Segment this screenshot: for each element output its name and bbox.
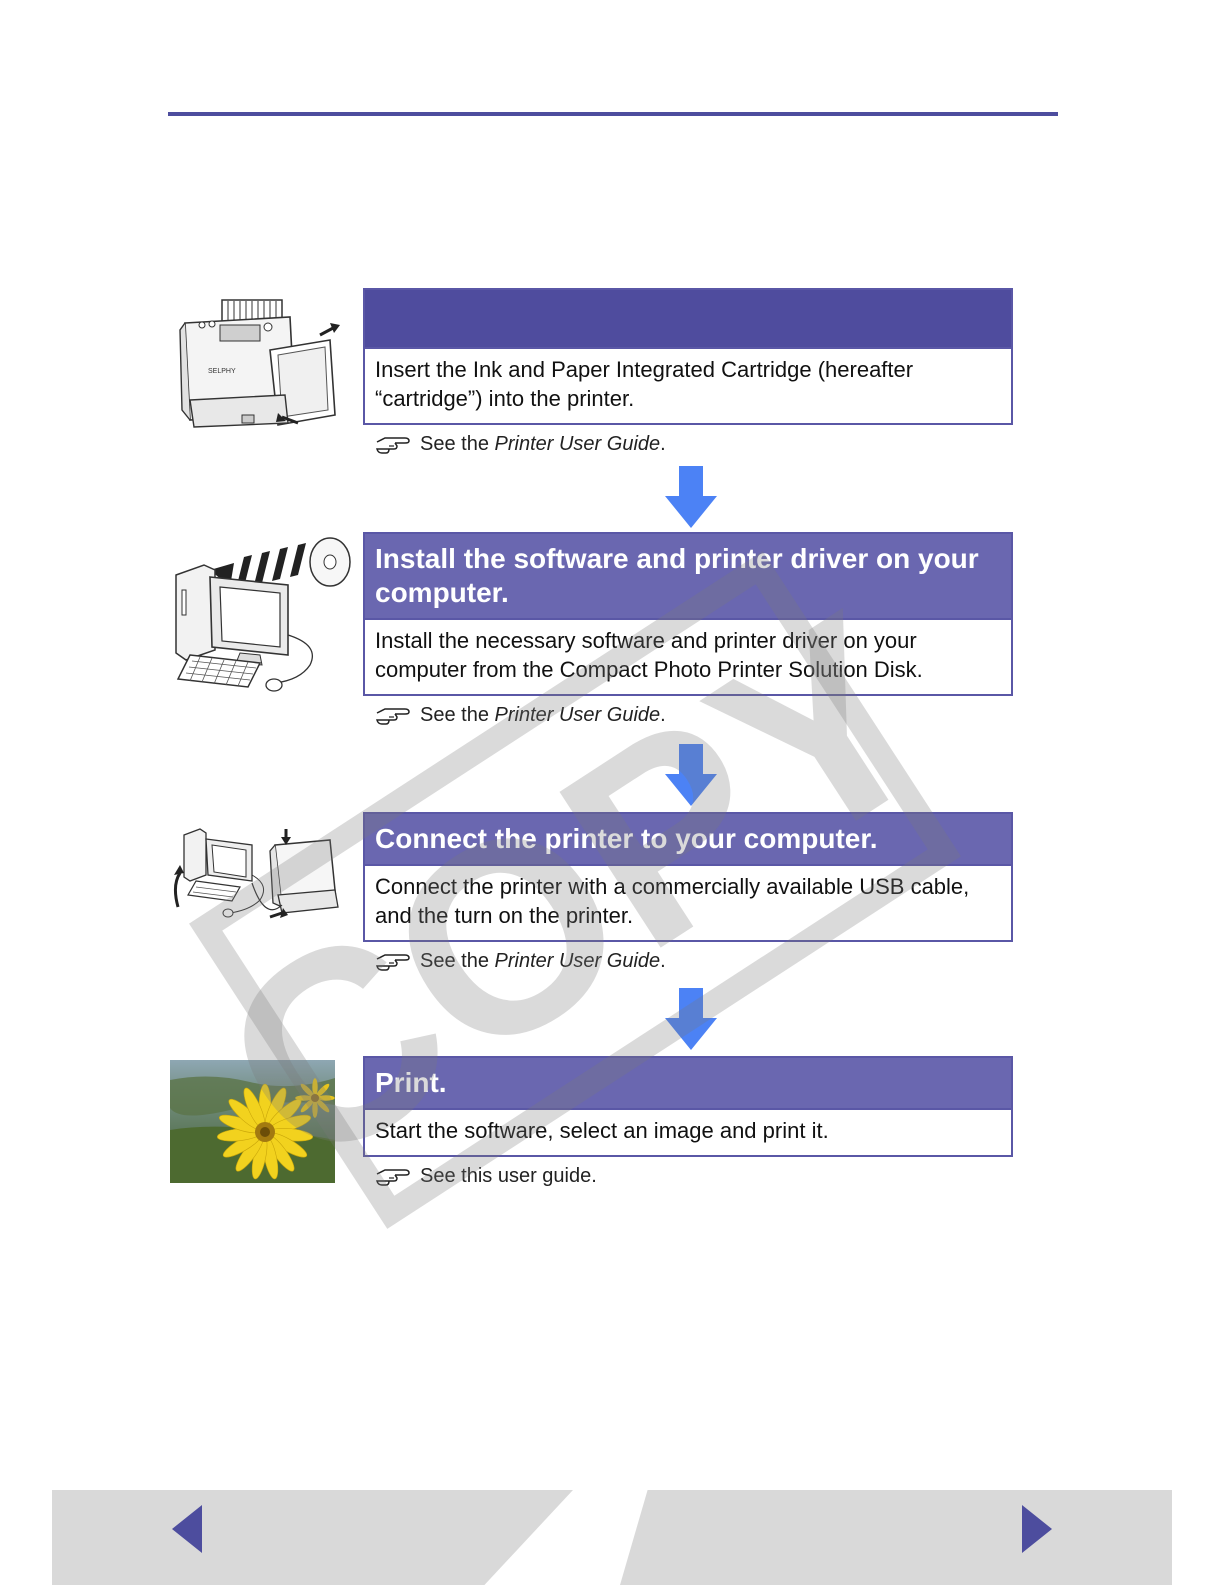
step-description: Connect the printer with a commercially … <box>375 874 970 928</box>
step-insert-cartridge: Insert the Ink and Paper Integrated Cart… <box>363 288 1013 456</box>
reference-prefix: See the <box>420 433 489 455</box>
reference-guide-title: Printer User Guide <box>494 433 661 455</box>
reference-note: See the Printer User Guide. <box>363 704 1013 727</box>
pointing-hand-icon <box>376 707 410 725</box>
pointing-hand-icon <box>376 953 410 971</box>
step-card: Connect the printer to your computer. Co… <box>363 812 1013 942</box>
arrow-down-icon <box>665 744 717 806</box>
triangle-left-icon[interactable] <box>172 1505 202 1553</box>
step-description: Insert the Ink and Paper Integrated Cart… <box>375 357 914 411</box>
nav-bar-right <box>620 1490 1172 1585</box>
step-print: Print. Start the software, select an ima… <box>363 1056 1013 1188</box>
reference-guide-title: Printer User Guide <box>494 704 661 726</box>
pointing-hand-icon <box>376 436 410 454</box>
reference-suffix: . <box>660 433 666 455</box>
pointing-hand-icon <box>376 1168 410 1186</box>
step-connect-printer: Connect the printer to your computer. Co… <box>363 812 1013 973</box>
printer-cartridge-illustration: SELPHY <box>170 295 350 440</box>
step-install-software: Install the software and printer driver … <box>363 532 1013 727</box>
step-title: Install the software and printer driver … <box>365 534 1011 620</box>
header-rule <box>168 112 1058 116</box>
reference-suffix: . <box>660 704 666 726</box>
reference-prefix: See the <box>420 704 489 726</box>
step-title: Connect the printer to your computer. <box>365 814 1011 866</box>
reference-note: See this user guide. <box>363 1165 1013 1188</box>
printer-usb-connection-illustration <box>170 825 355 935</box>
reference-note: See the Printer User Guide. <box>363 950 1013 973</box>
triangle-right-icon[interactable] <box>1022 1505 1052 1553</box>
step-title: Print. <box>365 1058 1011 1110</box>
reference-text: See this user guide. <box>420 1165 597 1187</box>
arrow-down-icon <box>665 466 717 528</box>
flower-photo <box>170 1060 335 1183</box>
reference-guide-title: Printer User Guide <box>494 950 661 972</box>
step-card: Print. Start the software, select an ima… <box>363 1056 1013 1157</box>
reference-prefix: See the <box>420 950 489 972</box>
reference-note: See the Printer User Guide. <box>363 433 1013 456</box>
step-card: Install the software and printer driver … <box>363 532 1013 696</box>
nav-bar-left <box>52 1490 573 1585</box>
printer-brand-label: SELPHY <box>208 368 236 375</box>
computer-disc-illustration <box>170 535 355 700</box>
step-description: Install the necessary software and print… <box>375 628 923 682</box>
step-description: Start the software, select an image and … <box>375 1118 829 1143</box>
step-title <box>365 290 1011 349</box>
reference-suffix: . <box>660 950 666 972</box>
arrow-down-icon <box>665 988 717 1050</box>
step-card: Insert the Ink and Paper Integrated Cart… <box>363 288 1013 425</box>
